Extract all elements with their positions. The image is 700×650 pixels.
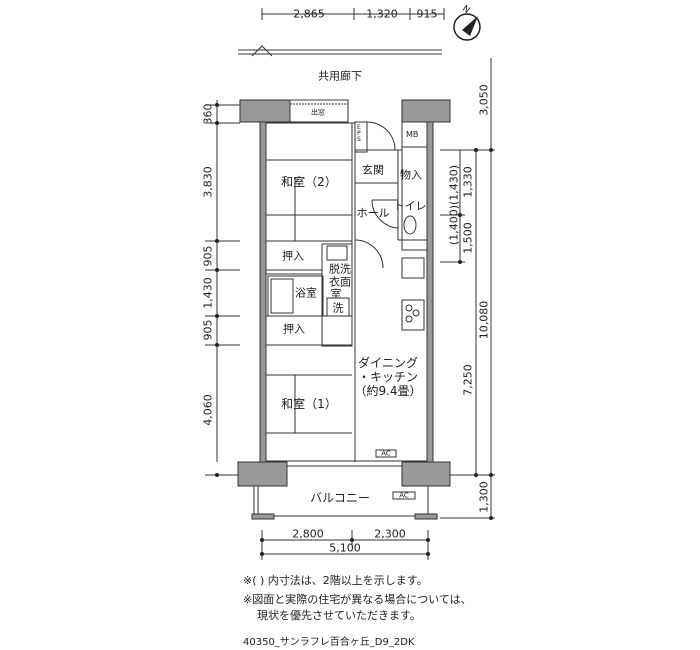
dim-right-outer-2: 10,080 [477, 300, 491, 340]
dim-bottom-1: 2,800 [292, 527, 324, 541]
dim-left-1: 360 [201, 103, 215, 125]
dim-left-4: 1,430 [201, 277, 215, 309]
dim-right-mid: 7,250 [461, 364, 475, 396]
dim-bottom-2: 2,300 [374, 527, 406, 541]
dim-bottom-total: 5,100 [329, 541, 361, 555]
storage-label: 物入 [400, 168, 422, 182]
bath-label: 浴室 [295, 286, 317, 300]
dim-right-inner-paren: (1,400)(1,430) [447, 164, 461, 246]
note-3: 現状を優先させていただきます。 [257, 609, 421, 622]
footer-label: 40350_サンラフレ百合ヶ丘_D9_2DK [243, 637, 415, 648]
hall-label: ホール [356, 206, 390, 220]
dk-label-1: ダイニング [357, 356, 419, 370]
compass-icon [453, 13, 481, 41]
eps-label: EPS [357, 124, 361, 143]
dim-top-1: 2,865 [293, 7, 325, 21]
closet-bottom-label: 押入 [283, 322, 305, 336]
genkan-label: 玄関 [362, 163, 384, 177]
dim-left-2: 3,830 [201, 166, 215, 198]
corridor-label: 共用廊下 [318, 69, 362, 83]
dim-right-outer-1: 3,050 [477, 84, 491, 116]
dim-left-6: 4,060 [201, 394, 215, 426]
dim-left-5: 905 [201, 319, 215, 341]
laundry-label: 洗 [332, 301, 344, 315]
closet-top-label: 押入 [282, 249, 304, 263]
toilet-label: トイレ [393, 199, 427, 213]
mb-label: MB [406, 130, 419, 139]
dk-label-3: （約9.4畳） [354, 384, 422, 398]
dim-right-inner-1: 1,330 [461, 166, 475, 198]
ac-label-2: AC [399, 491, 409, 500]
note-1: ※( ) 内寸法は、2階以上を示します。 [243, 574, 428, 587]
ac-label-1: AC [381, 449, 391, 458]
dim-top-2: 1,320 [366, 7, 398, 21]
dk-label-2: ・キッチン [357, 370, 419, 384]
note-2: ※図面と実際の住宅が異なる場合については、 [243, 593, 472, 606]
dressing-label-2: 衣面 [329, 275, 351, 289]
washitsu-2-label: 和室（2） [281, 175, 337, 189]
balcony-label: バルコニー [310, 491, 370, 505]
washitsu-1-label: 和室（1） [281, 397, 337, 411]
dim-right-outer-3: 1,300 [477, 481, 491, 513]
dim-right-inner-2: 1,500 [461, 222, 475, 254]
dressing-label-3: 室 [330, 287, 342, 301]
dim-left-3: 905 [201, 245, 215, 267]
dressing-label-1: 脱洗 [329, 262, 351, 276]
dim-top-3: 915 [416, 7, 438, 21]
bay-window-label: 出窓 [311, 108, 325, 117]
